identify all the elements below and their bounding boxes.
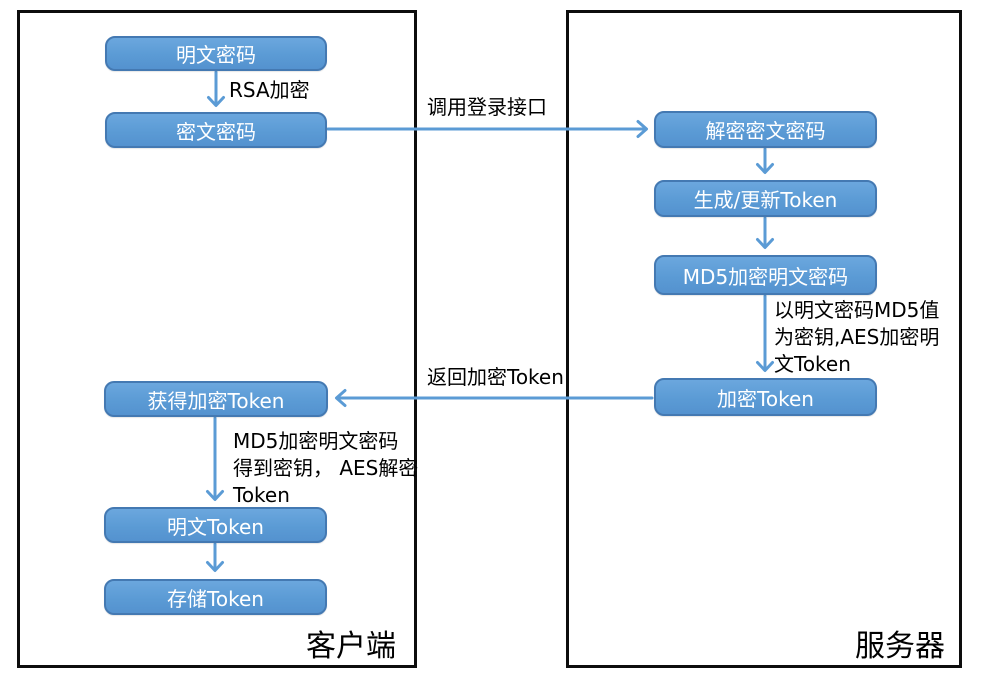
edge-label-aes-encrypt-note: 以明文密码MD5值 为密钥,AES加密明 文Token <box>774 298 940 376</box>
server-container <box>566 10 962 668</box>
node-decrypt-cipher-password: 解密密文密码 <box>654 111 877 148</box>
client-container <box>17 10 417 668</box>
node-cipher-password: 密文密码 <box>105 112 327 148</box>
node-encrypted-token: 加密Token <box>654 378 877 416</box>
edge-label-aes-decrypt-note: MD5加密明文密码 得到密钥， AES解密 Token <box>233 429 419 507</box>
node-md5-encrypt-plain-password: MD5加密明文密码 <box>654 255 877 295</box>
edge-label-return-encrypted-token: 返回加密Token <box>427 365 564 389</box>
node-plain-password: 明文密码 <box>105 36 327 71</box>
node-generate-update-token: 生成/更新Token <box>654 180 877 217</box>
server-label: 服务器 <box>855 629 945 664</box>
node-get-encrypted-token: 获得加密Token <box>104 381 328 417</box>
node-store-token: 存储Token <box>104 579 327 615</box>
edge-label-rsa-encrypt: RSA加密 <box>229 78 310 102</box>
node-plain-token: 明文Token <box>104 507 327 543</box>
edge-label-call-login-api: 调用登录接口 <box>427 95 547 119</box>
client-label: 客户端 <box>306 629 396 664</box>
